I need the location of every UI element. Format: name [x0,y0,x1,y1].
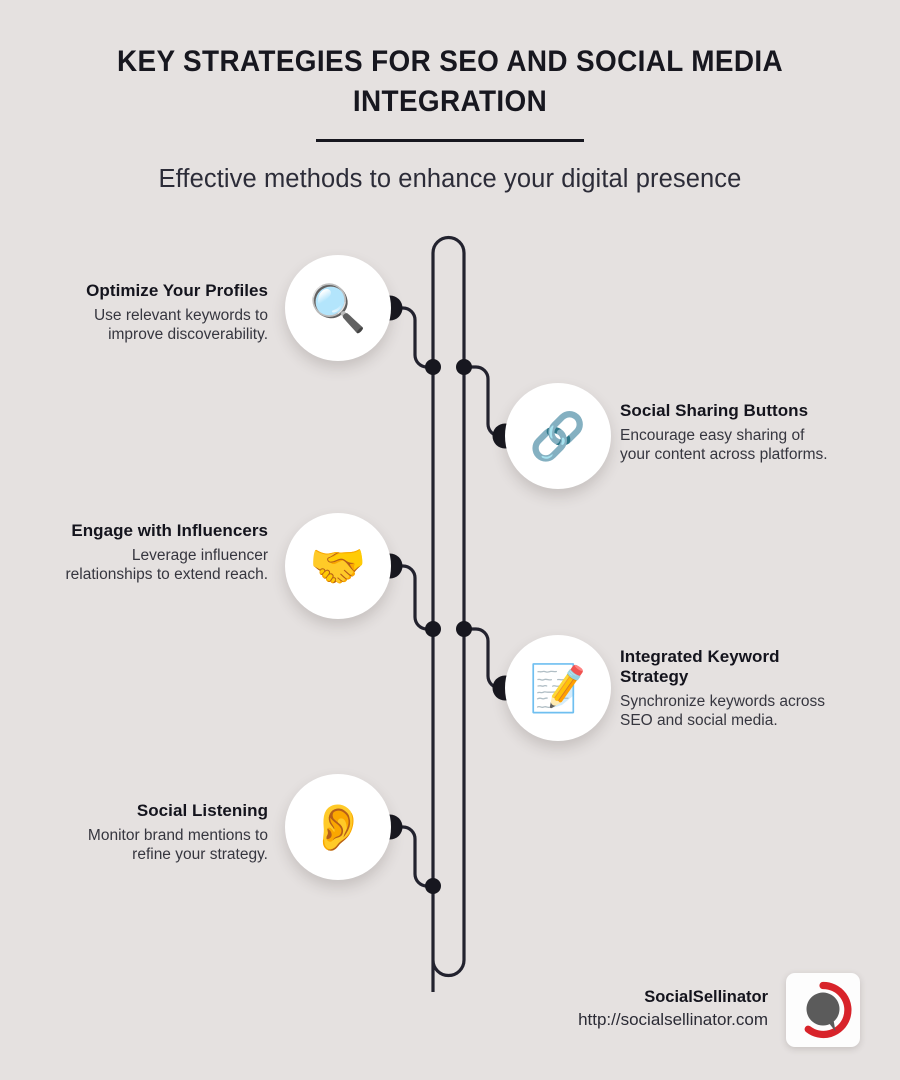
step-description-5: Monitor brand mentions to refine your st… [87,827,268,864]
spine-dot-left-upper [425,359,441,375]
step-heading-5: Social Listening [136,801,268,820]
speech-bubble-ring-logo-icon [804,981,852,1039]
step-icon-bubble-4[interactable]: 📝 [505,635,611,741]
step-heading-4: Integrated Keyword Strategy [620,647,780,687]
ear-icon: 👂 [309,800,367,854]
brand-url[interactable]: http://socialsellinator.com [578,1010,768,1030]
footer-branding: SocialSellinator http://socialsellinator… [440,968,860,1052]
step-description-2: Encourage easy sharing of your content a… [620,427,828,464]
memo-pencil-icon: 📝 [529,661,587,715]
step-text-5: Social Listening Monitor brand mentions … [53,801,268,864]
step-text-2: Social Sharing Buttons Encourage easy sh… [620,401,835,464]
spine-dot-right-upper [456,359,472,375]
step-icon-bubble-1[interactable]: 🔍 [285,255,391,361]
step-heading-3: Engage with Influencers [71,521,268,540]
spine-dot-left-lower [425,878,441,894]
step-description-4: Synchronize keywords across SEO and soci… [620,693,826,730]
brand-logo[interactable] [786,973,860,1047]
step-text-3: Engage with Influencers Leverage influen… [53,521,268,584]
header: KEY STRATEGIES FOR SEO AND SOCIAL MEDIA … [0,0,900,194]
step-text-1: Optimize Your Profiles Use relevant keyw… [53,281,268,344]
step-heading-1: Optimize Your Profiles [86,281,268,300]
magnifying-glass-icon: 🔍 [309,281,367,335]
step-icon-bubble-2[interactable]: 🔗 [505,383,611,489]
spine-dot-left-mid [425,621,441,637]
page-title: KEY STRATEGIES FOR SEO AND SOCIAL MEDIA … [116,45,784,118]
page-subtitle: Effective methods to enhance your digita… [158,165,742,194]
handshake-icon: 🤝 [309,539,367,593]
step-icon-bubble-5[interactable]: 👂 [285,774,391,880]
step-text-4: Integrated Keyword Strategy Synchronize … [620,647,835,730]
title-divider [316,139,584,143]
spine-dot-right-mid [456,621,472,637]
brand-text-block: SocialSellinator http://socialsellinator… [578,987,768,1033]
brand-name: SocialSellinator [644,987,768,1006]
step-icon-bubble-3[interactable]: 🤝 [285,513,391,619]
step-description-1: Use relevant keywords to improve discove… [93,307,268,344]
link-chain-icon: 🔗 [529,409,587,463]
step-description-3: Leverage influencer relationships to ext… [65,547,268,584]
step-heading-2: Social Sharing Buttons [620,401,809,420]
